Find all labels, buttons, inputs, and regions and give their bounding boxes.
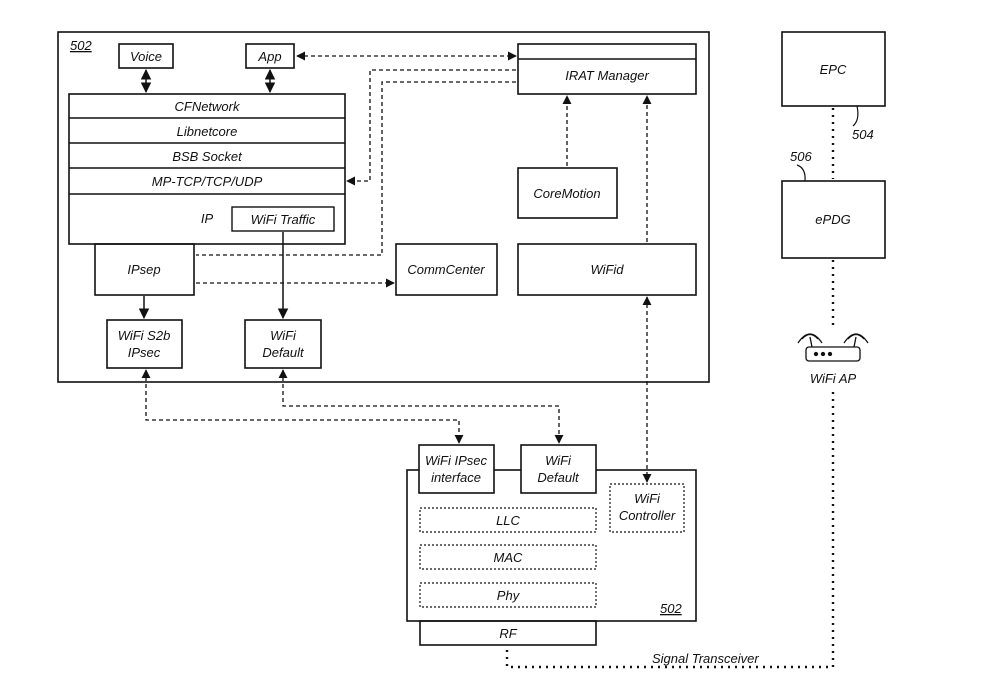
epdg-ref-label: 506: [790, 149, 812, 164]
cfnetwork-label: CFNetwork: [174, 99, 241, 114]
rf-box: [419, 620, 597, 646]
ipsep-label: IPsep: [127, 262, 160, 277]
wifi-traffic-label: WiFi Traffic: [251, 212, 316, 227]
wifi-default-label-line2: Default: [262, 345, 305, 360]
wifi-s2b-label-line2: IPsec: [128, 345, 161, 360]
baseband-wifi-default-line1: WiFi: [545, 453, 572, 468]
epdg-label: ePDG: [815, 212, 850, 227]
wifi-traffic-box: [231, 206, 335, 232]
wifid-label: WiFid: [590, 262, 624, 277]
epc-ref-label: 504: [852, 127, 874, 142]
baseband-ref-label: 502: [660, 601, 682, 616]
network-dotted-links: [505, 108, 835, 669]
wifi-ap-label: WiFi AP: [810, 371, 857, 386]
baseband-wifi-default-box: [520, 444, 597, 494]
mac-box: [419, 544, 597, 570]
llc-label: LLC: [496, 513, 520, 528]
wifi-ap-icon: [797, 333, 869, 362]
phy-label: Phy: [497, 588, 521, 603]
libnetcore-label: Libnetcore: [177, 124, 238, 139]
host-baseband-links: [141, 296, 652, 483]
mac-label: MAC: [494, 550, 524, 565]
wifi-default-box: [244, 319, 322, 369]
host-ref-label: 502: [70, 38, 92, 53]
host-dashed-arrows: [196, 51, 652, 288]
llc-box: [419, 507, 597, 533]
host-solid-arrows: [138, 68, 289, 320]
epc-box: [781, 31, 886, 107]
ipsec-interface-label-line1: WiFi IPsec: [425, 453, 487, 468]
commcenter-label: CommCenter: [407, 262, 485, 277]
signal-transceiver-label: Signal Transceiver: [652, 651, 759, 666]
voice-label: Voice: [130, 49, 162, 64]
rf-label: RF: [499, 626, 517, 641]
ipsep-box: [94, 243, 195, 296]
app-box: [245, 43, 295, 69]
wifi-s2b-ipsec-box: [106, 319, 183, 369]
wifi-ipsec-interface-box: [418, 444, 495, 494]
app-label: App: [257, 49, 281, 64]
wifid-box: [517, 243, 697, 296]
commcenter-box: [395, 243, 498, 296]
network-stack-box: [68, 93, 346, 245]
coremotion-box: [517, 167, 618, 219]
epdg-box: [781, 180, 886, 259]
mptcp-label: MP-TCP/TCP/UDP: [152, 174, 263, 189]
baseband-wifi-default-line2: Default: [537, 470, 580, 485]
wifi-controller-box: [609, 483, 685, 533]
voice-box: [118, 43, 174, 69]
wifi-controller-line1: WiFi: [634, 491, 661, 506]
epc-label: EPC: [820, 62, 847, 77]
irat-manager-label: IRAT Manager: [565, 68, 649, 83]
wifi-s2b-label-line1: WiFi S2b: [118, 328, 171, 343]
wifi-default-label-line1: WiFi: [270, 328, 297, 343]
bsb-socket-label: BSB Socket: [172, 149, 243, 164]
phy-box: [419, 582, 597, 608]
irat-manager-box: [517, 43, 697, 95]
ip-label: IP: [201, 211, 214, 226]
wifi-controller-line2: Controller: [619, 508, 676, 523]
coremotion-label: CoreMotion: [533, 186, 600, 201]
ipsec-interface-label-line2: interface: [431, 470, 481, 485]
